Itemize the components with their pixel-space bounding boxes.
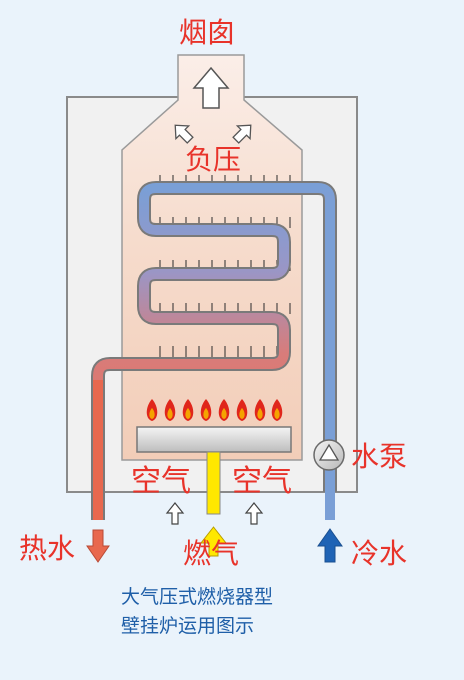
caption-line-1: 大气压式燃烧器型 bbox=[121, 586, 274, 608]
flame-core bbox=[203, 408, 209, 419]
heat-exchanger-pipe bbox=[93, 183, 335, 520]
flame-core bbox=[239, 408, 245, 419]
flame-core bbox=[167, 408, 173, 419]
flame-core bbox=[221, 408, 227, 419]
caption-line-2: 壁挂炉运用图示 bbox=[121, 615, 255, 637]
flue-arrow-right-icon bbox=[232, 124, 252, 144]
negative-pressure-label: 负压 bbox=[185, 143, 242, 176]
air-right-label: 空气 bbox=[232, 464, 292, 499]
flame-core bbox=[185, 408, 191, 419]
flames bbox=[146, 399, 283, 421]
hot-water-down-arrow-icon bbox=[86, 529, 110, 563]
hot-water-label: 热水 bbox=[19, 532, 76, 565]
flame-core bbox=[149, 408, 155, 419]
gas-pipe bbox=[206, 451, 221, 515]
burner bbox=[136, 426, 292, 453]
air-intake-left-arrow-icon bbox=[165, 502, 185, 525]
chimney-up-arrow-icon bbox=[192, 66, 230, 109]
gas-label: 燃气 bbox=[183, 537, 240, 570]
water-pump-label: 水泵 bbox=[351, 440, 408, 473]
flue-arrow-left-icon bbox=[174, 124, 194, 144]
air-left-label: 空气 bbox=[131, 464, 191, 499]
cold-water-label: 冷水 bbox=[351, 537, 408, 570]
flame-core bbox=[274, 408, 280, 419]
chimney-label: 烟囱 bbox=[179, 16, 236, 49]
air-intake-right-arrow-icon bbox=[244, 502, 264, 525]
pump-arrow-icon bbox=[318, 443, 340, 461]
cold-water-up-arrow-icon bbox=[317, 528, 343, 563]
flame-core bbox=[257, 408, 263, 419]
gas-arrow-icon bbox=[199, 526, 228, 557]
